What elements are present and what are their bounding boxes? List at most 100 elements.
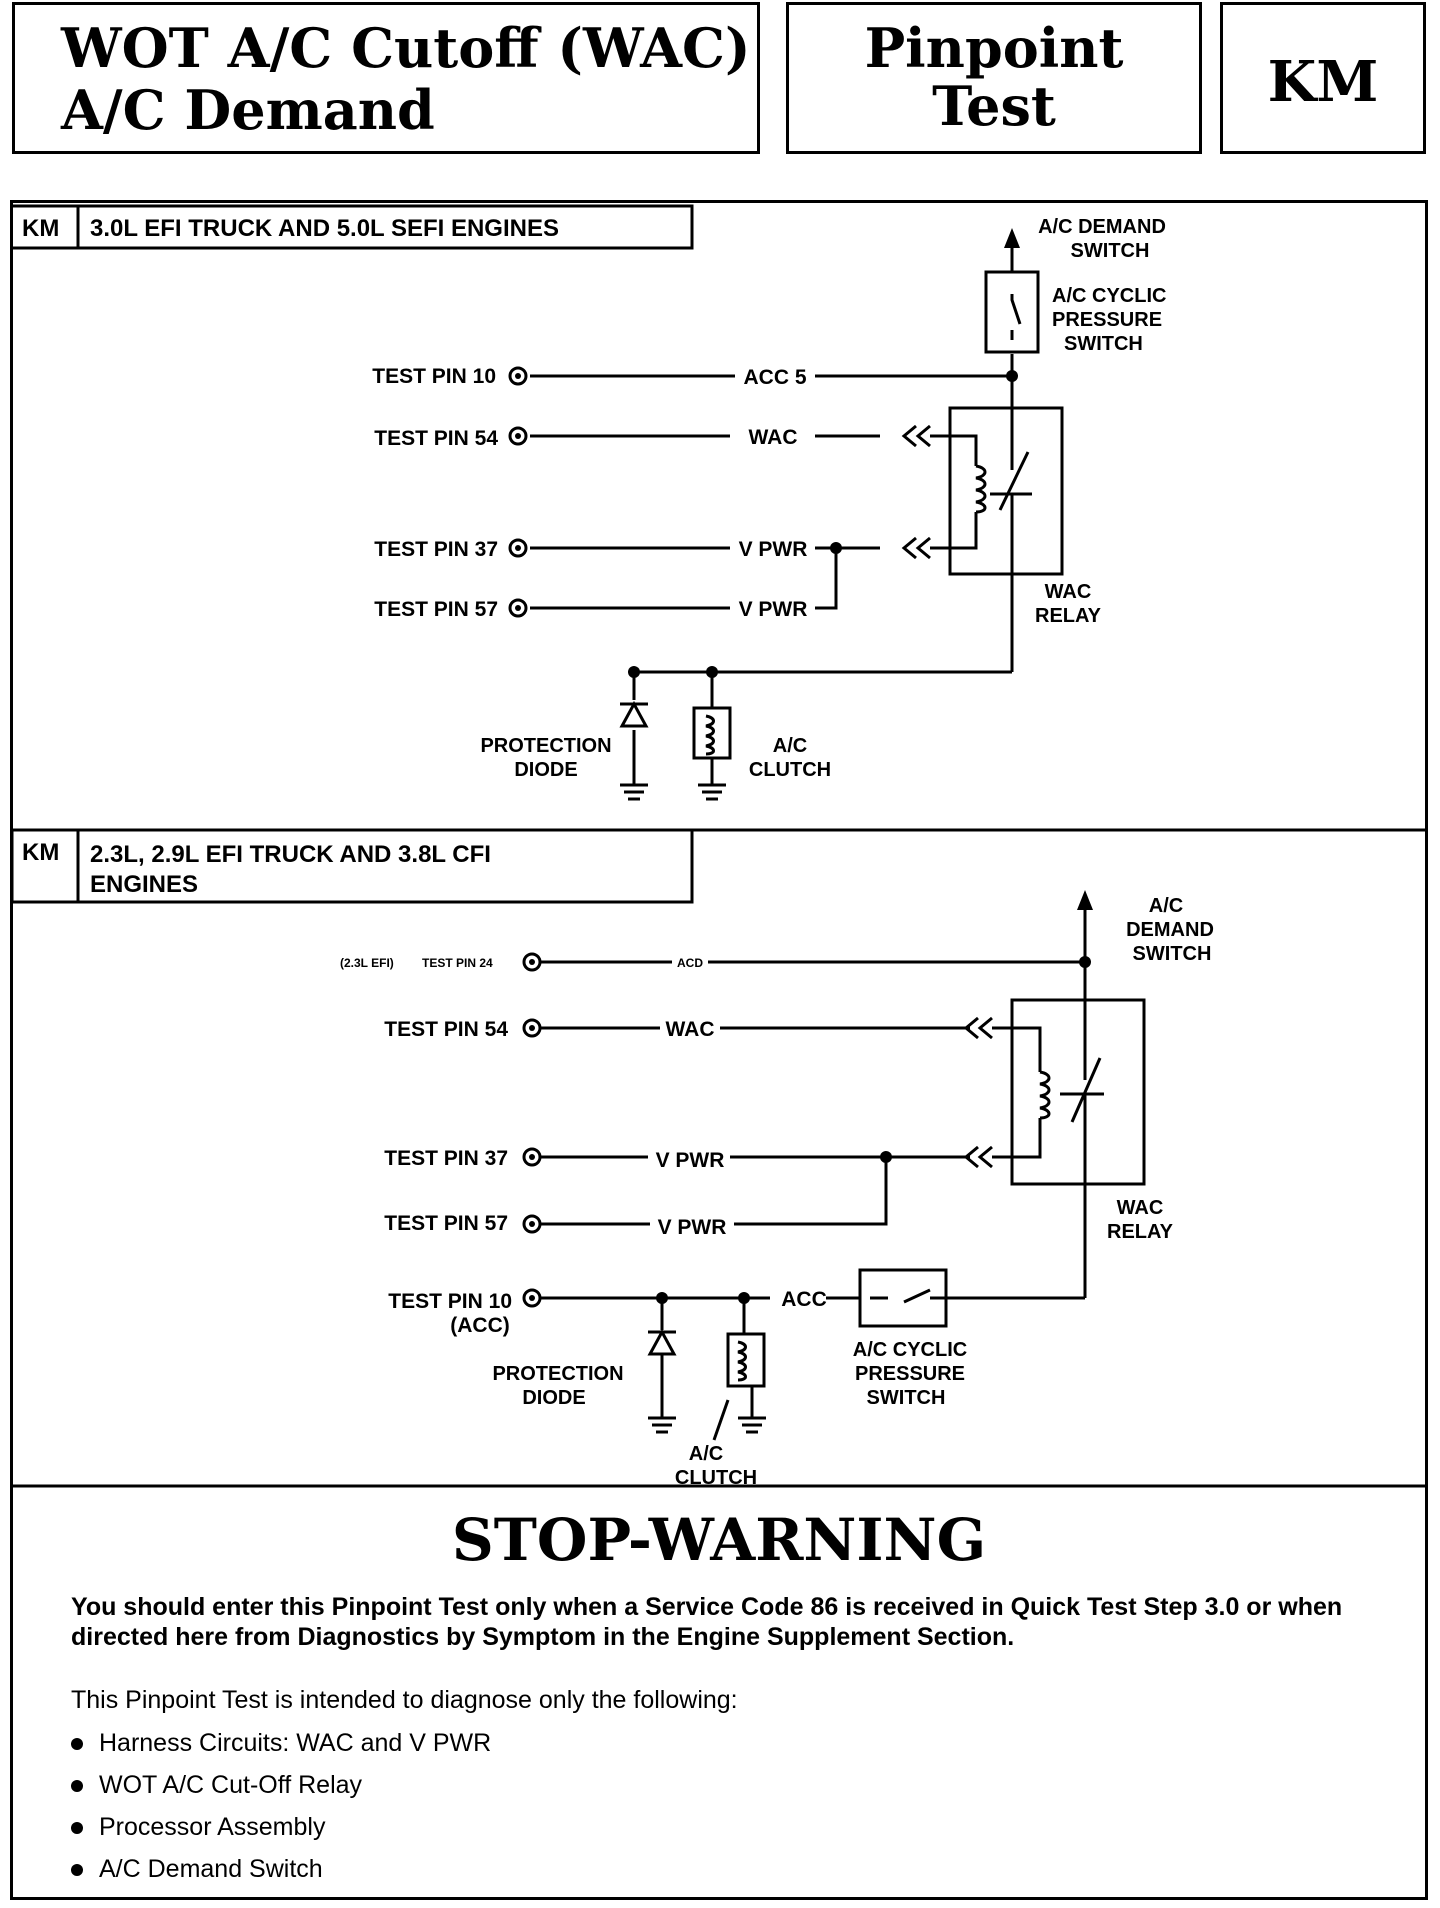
list-item-text: Processor Assembly — [99, 1813, 326, 1841]
bullet-icon — [71, 1780, 83, 1793]
test-pin-57-terminal — [508, 598, 528, 618]
demand-switch-label: SWITCH — [1133, 943, 1212, 965]
warning-bold-text: You should enter this Pinpoint Test only… — [71, 1593, 1343, 1651]
diode-label: PROTECTION — [480, 735, 611, 757]
test-pin-54-terminal — [508, 426, 528, 446]
test-code-box: KM — [1220, 2, 1426, 154]
wire-vpwr-label: V PWR — [739, 538, 808, 561]
clutch-label: CLUTCH — [675, 1467, 757, 1489]
cyclic-switch-label: SWITCH — [867, 1387, 946, 1409]
title-line-1: WOT A/C Cutoff (WAC) — [61, 16, 751, 80]
test-pin-54b-label: TEST PIN 54 — [384, 1018, 508, 1041]
junction-dot — [830, 542, 842, 554]
bullet-icon — [71, 1738, 83, 1751]
diode-label: DIODE — [514, 759, 577, 781]
section2-tag: KM — [22, 839, 59, 866]
junction-dot — [656, 1292, 668, 1304]
test-pin-24-note: (2.3L EFI) — [340, 956, 394, 970]
test-code: KM — [1267, 49, 1379, 115]
test-pin-57b-label: TEST PIN 57 — [384, 1212, 508, 1235]
warning-intro: This Pinpoint Test is intended to diagno… — [71, 1686, 738, 1714]
ground-icon — [620, 783, 648, 801]
test-pin-54b-terminal — [522, 1018, 542, 1038]
wire-acc5-label: ACC 5 — [743, 366, 806, 389]
bullet-icon — [71, 1864, 83, 1877]
section2-header-frame — [10, 830, 694, 904]
junction-dot — [1006, 370, 1018, 382]
list-item: A/C Demand Switch — [71, 1854, 491, 1896]
demand-switch-label: SWITCH — [1071, 240, 1150, 262]
list-item: WOT A/C Cut-Off Relay — [71, 1770, 491, 1812]
switch-contact-icon — [1010, 294, 1022, 340]
wire-vpwr2-label: V PWR — [658, 1216, 727, 1239]
warning-title: STOP-WARNING — [451, 1506, 987, 1574]
cyclic-switch-label: PRESSURE — [1052, 309, 1162, 331]
clutch-label: A/C — [773, 735, 807, 757]
wire-wac-label: WAC — [749, 426, 798, 449]
diode-label: DIODE — [522, 1387, 585, 1409]
demand-switch-label: A/C DEMAND — [1038, 216, 1166, 238]
wac-relay-box-2 — [1010, 998, 1146, 1186]
test-pin-37b-label: TEST PIN 37 — [384, 1147, 508, 1170]
relay-coil-icon — [975, 464, 987, 514]
list-item-text: A/C Demand Switch — [99, 1855, 323, 1883]
protection-diode-icon — [647, 1328, 677, 1356]
demand-switch-label: DEMAND — [1126, 919, 1214, 941]
cyclic-switch-label: A/C CYCLIC — [1052, 285, 1166, 307]
wire-vpwr2-label: V PWR — [656, 1149, 725, 1172]
list-item: Processor Assembly — [71, 1812, 491, 1854]
list-item-text: WOT A/C Cut-Off Relay — [99, 1771, 363, 1799]
wire-vpwr57b-right — [734, 1157, 888, 1226]
clutch-coil-icon — [705, 714, 715, 756]
pinpoint-test-box: Pinpoint Test — [786, 2, 1202, 154]
junction-dot — [1079, 956, 1091, 968]
relay-label: WAC — [1117, 1197, 1164, 1219]
wire-wac2-label: WAC — [666, 1018, 715, 1041]
test-pin-24-label: TEST PIN 24 — [422, 956, 493, 970]
wac-relay-box — [948, 406, 1064, 576]
connector-icon — [963, 1016, 993, 1040]
ac-clutch-coil-box-2 — [726, 1332, 766, 1388]
test-pin-10-label: TEST PIN 10 — [372, 365, 496, 388]
switch-contact-icon — [870, 1288, 946, 1304]
junction-dot — [706, 666, 718, 678]
test-pin-37b-terminal — [522, 1147, 542, 1167]
ground-icon — [738, 1416, 766, 1434]
title-box: WOT A/C Cutoff (WAC) A/C Demand — [12, 2, 760, 154]
cyclic-switch-label: A/C CYCLIC — [853, 1339, 967, 1361]
test-pin-37-label: TEST PIN 37 — [374, 538, 498, 561]
section1-tag: KM — [22, 215, 59, 242]
cyclic-switch-label: SWITCH — [1064, 333, 1143, 355]
main-frame — [10, 200, 1428, 1900]
pinpoint-line-1: Pinpoint — [864, 16, 1124, 80]
section1-heading: 3.0L EFI TRUCK AND 5.0L SEFI ENGINES — [90, 215, 559, 242]
wire-acd-label: ACD — [677, 956, 703, 970]
arrow-up-icon — [1004, 228, 1020, 248]
connector-icon — [901, 536, 931, 560]
wire-acc-label: ACC — [781, 1288, 827, 1311]
demand-switch-label: A/C — [1149, 895, 1183, 917]
diode-label: PROTECTION — [492, 1363, 623, 1385]
test-pin-10b-note: (ACC) — [450, 1314, 509, 1337]
relay-label: RELAY — [1035, 605, 1102, 627]
list-item-text: Harness Circuits: WAC and V PWR — [99, 1729, 492, 1757]
relay-contact-icon — [998, 451, 1030, 511]
wire-vpwr-label: V PWR — [739, 598, 808, 621]
cyclic-switch-label: PRESSURE — [855, 1363, 965, 1385]
junction-dot — [738, 1292, 750, 1304]
connector-icon — [901, 424, 931, 448]
relay-label: RELAY — [1107, 1221, 1174, 1243]
test-pin-10-terminal — [508, 366, 528, 386]
bullet-icon — [71, 1822, 83, 1835]
section1-header-frame — [12, 204, 694, 250]
section2-heading: 2.3L, 2.9L EFI TRUCK AND 3.8L CFI — [90, 841, 491, 868]
relay-coil-icon — [1039, 1070, 1051, 1120]
test-pin-57b-terminal — [522, 1214, 542, 1234]
ground-icon — [698, 783, 726, 801]
test-pin-10b-label: TEST PIN 10 — [388, 1290, 512, 1313]
clutch-label: CLUTCH — [749, 759, 831, 781]
test-pin-24-terminal — [522, 952, 542, 972]
clutch-coil-icon — [737, 1340, 747, 1382]
relay-label: WAC — [1045, 581, 1092, 603]
test-pin-10b-terminal — [522, 1288, 542, 1308]
